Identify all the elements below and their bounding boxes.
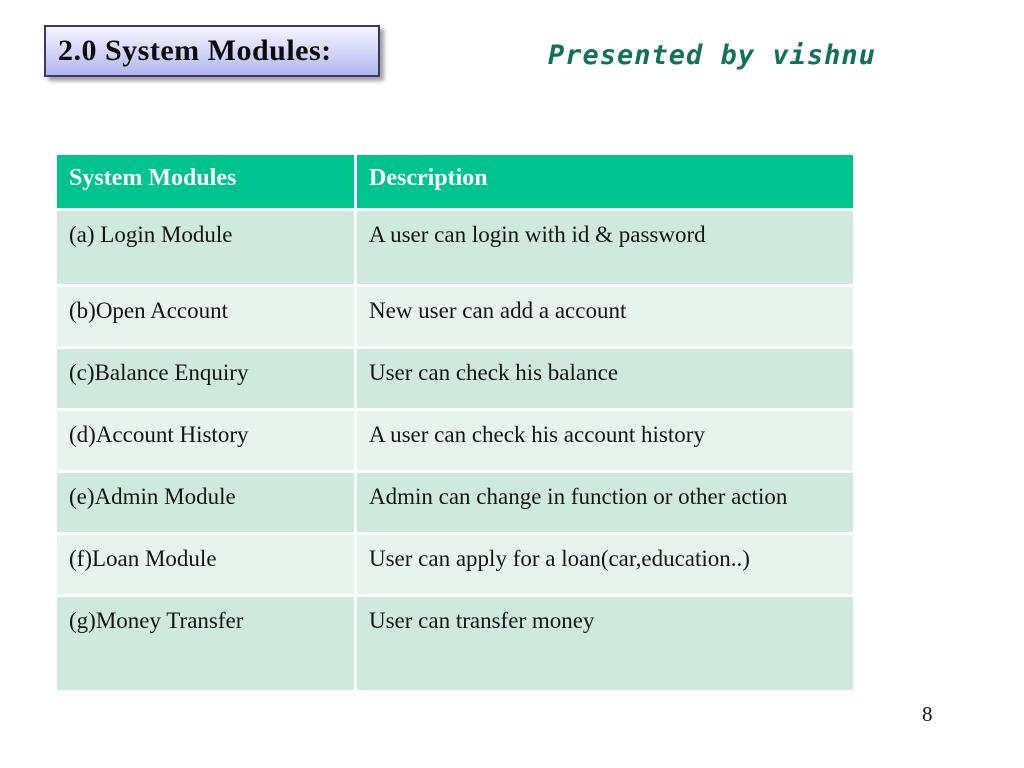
module-cell: (f)Loan Module — [57, 535, 357, 597]
slide-title-box: 2.0 System Modules: — [44, 25, 380, 77]
description-cell: Admin can change in function or other ac… — [357, 473, 853, 535]
table-header: System Modules Description — [57, 155, 853, 211]
description-cell: User can apply for a loan(car,education.… — [357, 535, 853, 597]
system-modules-table: System Modules Description (a) Login Mod… — [57, 155, 853, 690]
module-cell: (b)Open Account — [57, 287, 357, 349]
module-cell: (e)Admin Module — [57, 473, 357, 535]
module-cell: (g)Money Transfer — [57, 597, 357, 690]
column-header-description: Description — [357, 155, 853, 211]
description-cell: User can check his balance — [357, 349, 853, 411]
description-cell: A user can check his account history — [357, 411, 853, 473]
slide-title: 2.0 System Modules: — [58, 34, 332, 67]
module-cell: (c)Balance Enquiry — [57, 349, 357, 411]
page-number: 8 — [922, 702, 933, 726]
column-header-system-modules: System Modules — [57, 155, 357, 211]
table-header-row: System Modules Description — [57, 155, 853, 211]
presented-by-text: Presented by vishnu — [548, 40, 876, 71]
module-cell: (d)Account History — [57, 411, 357, 473]
description-cell: User can transfer money — [357, 597, 853, 690]
module-cell: (a) Login Module — [57, 211, 357, 287]
description-cell: New user can add a account — [357, 287, 853, 349]
description-cell: A user can login with id & password — [357, 211, 853, 287]
